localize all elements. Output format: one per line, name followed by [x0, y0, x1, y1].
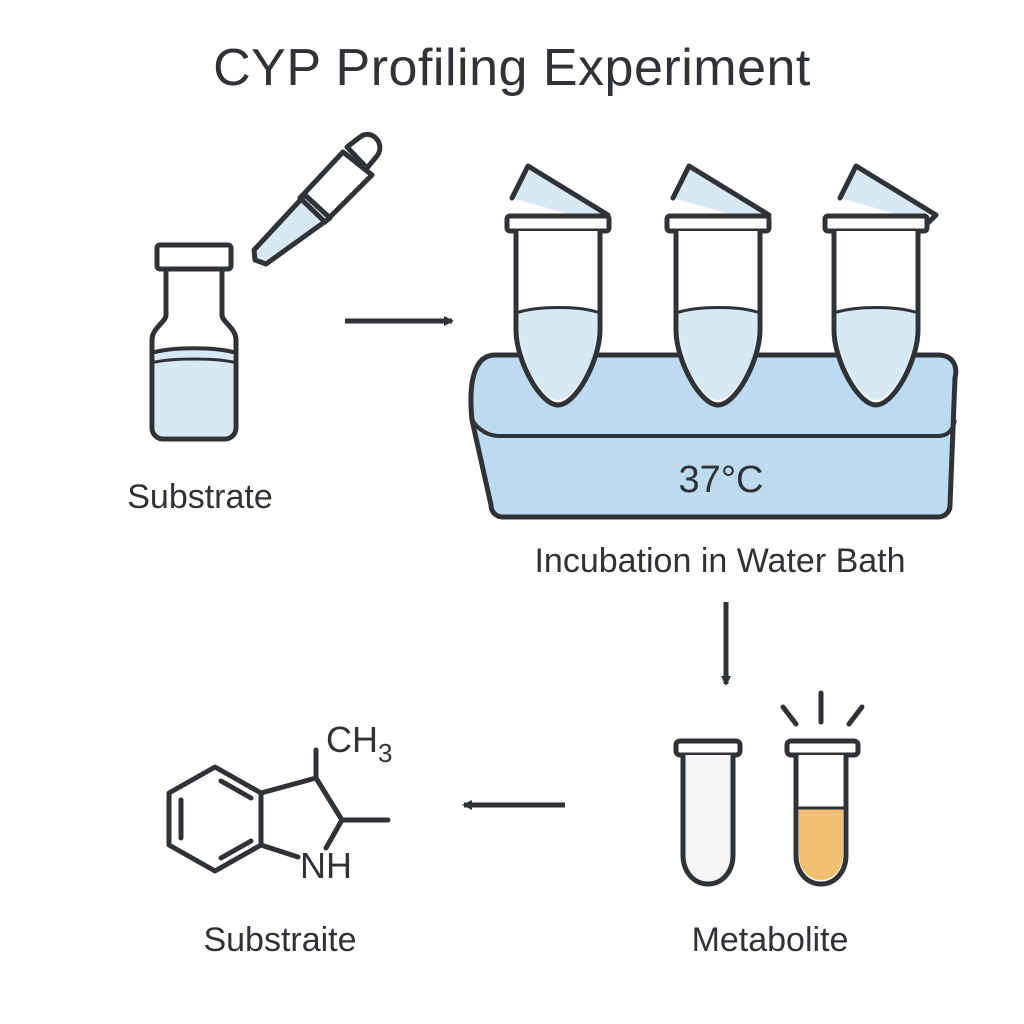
bath-temperature: 37°C [679, 459, 764, 501]
tube-2 [664, 163, 772, 408]
incubation-label: Incubation in Water Bath [534, 542, 906, 580]
metabolite-label: Metabolite [691, 921, 849, 959]
indoline-structure [166, 747, 391, 874]
empty-test-tube-icon [673, 738, 743, 887]
tube-1 [504, 163, 612, 408]
amine-group-label: NH [300, 845, 352, 886]
structure-label: Substraite [203, 921, 357, 959]
orange-test-tube-icon [780, 690, 865, 887]
substrate-vial-icon [149, 242, 239, 442]
tube-3 [822, 163, 939, 408]
water-bath [468, 352, 959, 520]
substrate-vial-label: Substrate [127, 478, 273, 516]
dropper-icon [251, 131, 383, 267]
page-title: CYP Profiling Experiment [213, 39, 811, 97]
methyl-group-label: CH3 [326, 719, 392, 768]
